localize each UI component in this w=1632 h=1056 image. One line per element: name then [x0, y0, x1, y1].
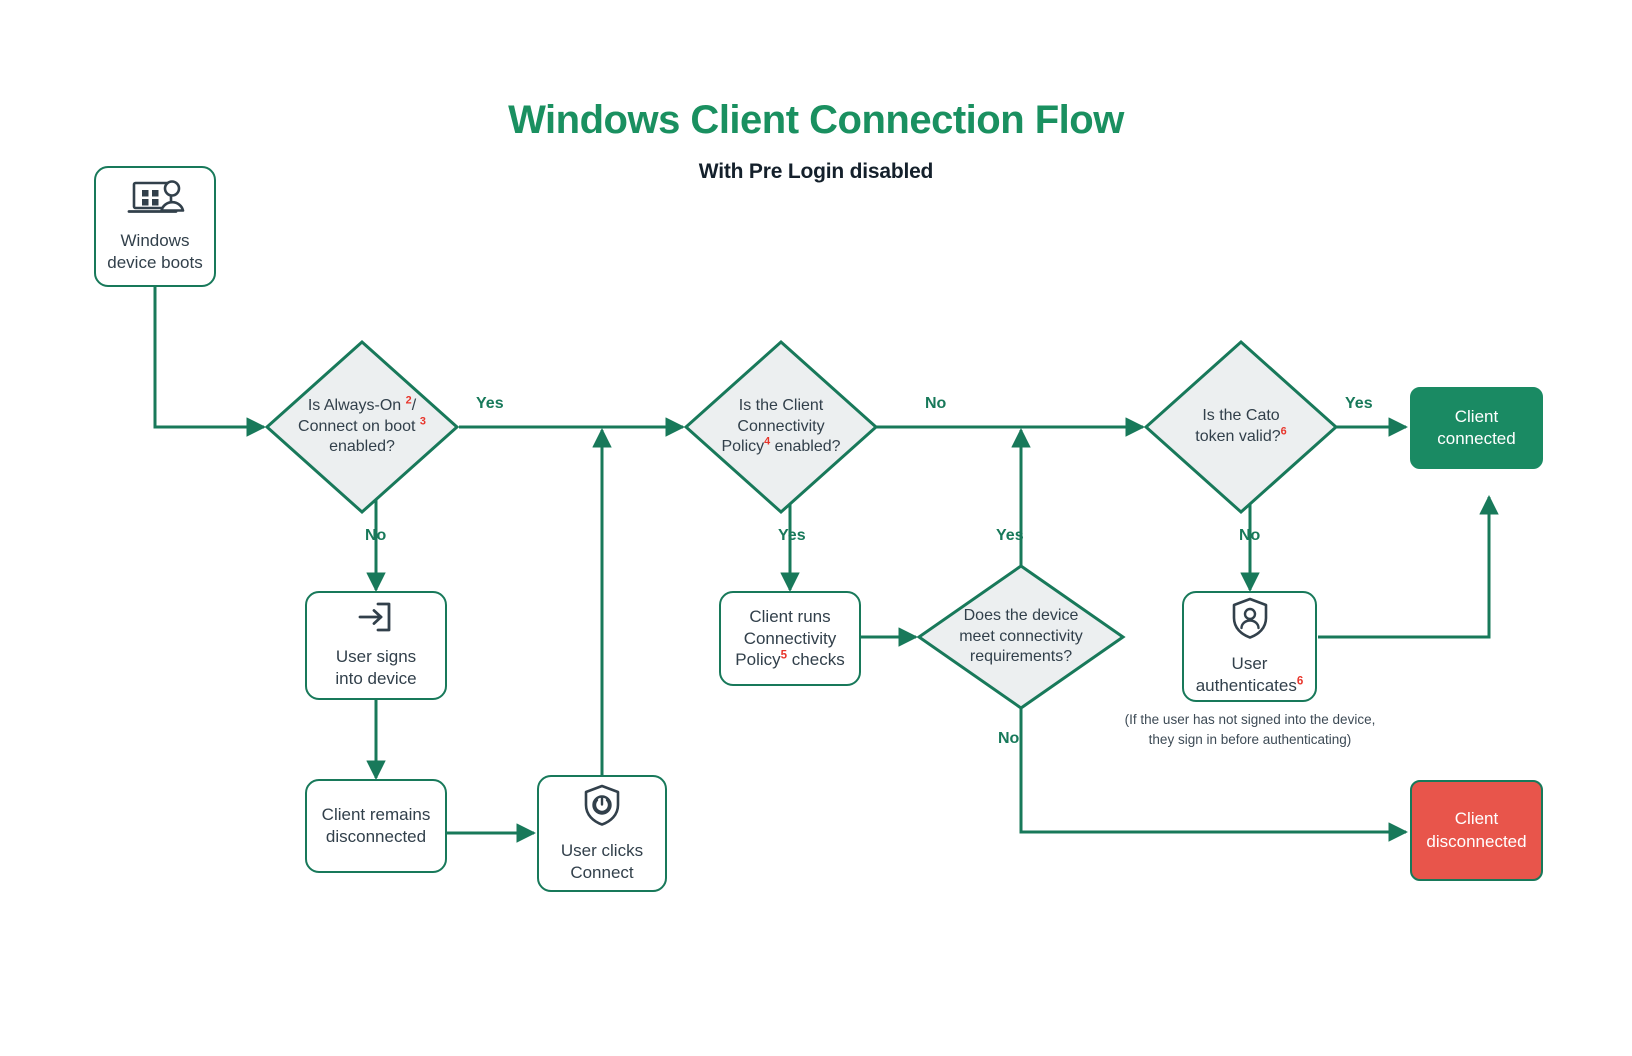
- edge-start-to-always-on: [153, 287, 266, 437]
- node-label: Is the Client Connectivity Policy4 enabl…: [721, 396, 841, 456]
- node-client-remains-disconnected[interactable]: Client remains disconnected: [305, 779, 447, 873]
- page-subtitle: With Pre Login disabled: [698, 160, 934, 183]
- edge-label-requirements-yes: Yes: [996, 527, 1024, 544]
- node-label: Client remains disconnected: [321, 805, 431, 846]
- footnote-ref: 6: [1280, 425, 1287, 438]
- authenticate-note: (If the user has not signed into the dev…: [1075, 710, 1425, 749]
- node-decision-always-on[interactable]: Is Always-On 2/ Connect on boot 3 enable…: [264, 339, 460, 515]
- page-title: Windows Client Connection Flow: [508, 98, 1124, 142]
- diamond-shape: [683, 339, 879, 515]
- node-windows-device-boots[interactable]: Windows device boots: [94, 166, 216, 287]
- edge-authenticates-to-connected: [1318, 495, 1499, 639]
- node-decision-connectivity-policy[interactable]: Is the Client Connectivity Policy4 enabl…: [683, 339, 879, 515]
- edge-label-always-on-yes: Yes: [476, 395, 504, 412]
- edge-label-policy-no: No: [925, 395, 947, 412]
- node-user-signs-into-device[interactable]: User signs into device: [305, 591, 447, 700]
- node-label: User clicks Connect: [560, 841, 644, 882]
- node-user-clicks-connect[interactable]: User clicks Connect: [537, 775, 667, 892]
- node-decision-device-requirements[interactable]: Does the device meet connectivity requir…: [916, 563, 1126, 711]
- edge-label-token-yes: Yes: [1345, 395, 1373, 412]
- sign-in-arrow-icon: [354, 601, 398, 639]
- diamond-shape: [916, 564, 1126, 710]
- node-user-authenticates[interactable]: User authenticates6: [1182, 591, 1317, 702]
- node-label: Client disconnected: [1426, 809, 1527, 851]
- footnote-ref: 4: [764, 436, 771, 449]
- node-label: Client runs Connectivity Policy5 checks: [735, 606, 845, 670]
- node-label: Is the Cato token valid?6: [1195, 407, 1287, 445]
- footnote-ref: 6: [1296, 675, 1304, 688]
- footnote-ref: 2: [405, 394, 412, 407]
- footnote-ref: 5: [780, 649, 788, 662]
- node-decision-token-valid[interactable]: Is the Cato token valid?6: [1143, 339, 1339, 515]
- node-label: Is Always-On 2/ Connect on boot 3 enable…: [298, 394, 426, 456]
- edge-label-policy-yes: Yes: [778, 527, 806, 544]
- laptop-user-icon: [125, 179, 185, 223]
- node-label: User authenticates6: [1195, 654, 1304, 695]
- edge-requirements-no: [1019, 705, 1408, 842]
- node-client-connected[interactable]: Client connected: [1410, 387, 1543, 469]
- edge-label-token-no: No: [1239, 527, 1261, 544]
- shield-power-icon: [582, 783, 622, 833]
- edge-label-always-on-no: No: [365, 527, 387, 544]
- footnote-ref: 3: [419, 415, 426, 428]
- diamond-shape: [1143, 339, 1339, 515]
- node-client-disconnected[interactable]: Client disconnected: [1410, 780, 1543, 881]
- node-label: Windows device boots: [107, 231, 203, 272]
- node-label: User signs into device: [335, 647, 417, 688]
- note-line-1: (If the user has not signed into the dev…: [1124, 712, 1376, 727]
- shield-person-icon: [1230, 596, 1270, 646]
- note-line-2: they sign in before authenticating): [1148, 731, 1352, 747]
- diamond-shape: [264, 339, 460, 515]
- node-label: Does the device meet connectivity requir…: [959, 606, 1083, 666]
- node-label: Client connected: [1437, 406, 1516, 448]
- edge-label-requirements-no: No: [998, 730, 1020, 747]
- node-client-runs-checks[interactable]: Client runs Connectivity Policy5 checks: [719, 591, 861, 686]
